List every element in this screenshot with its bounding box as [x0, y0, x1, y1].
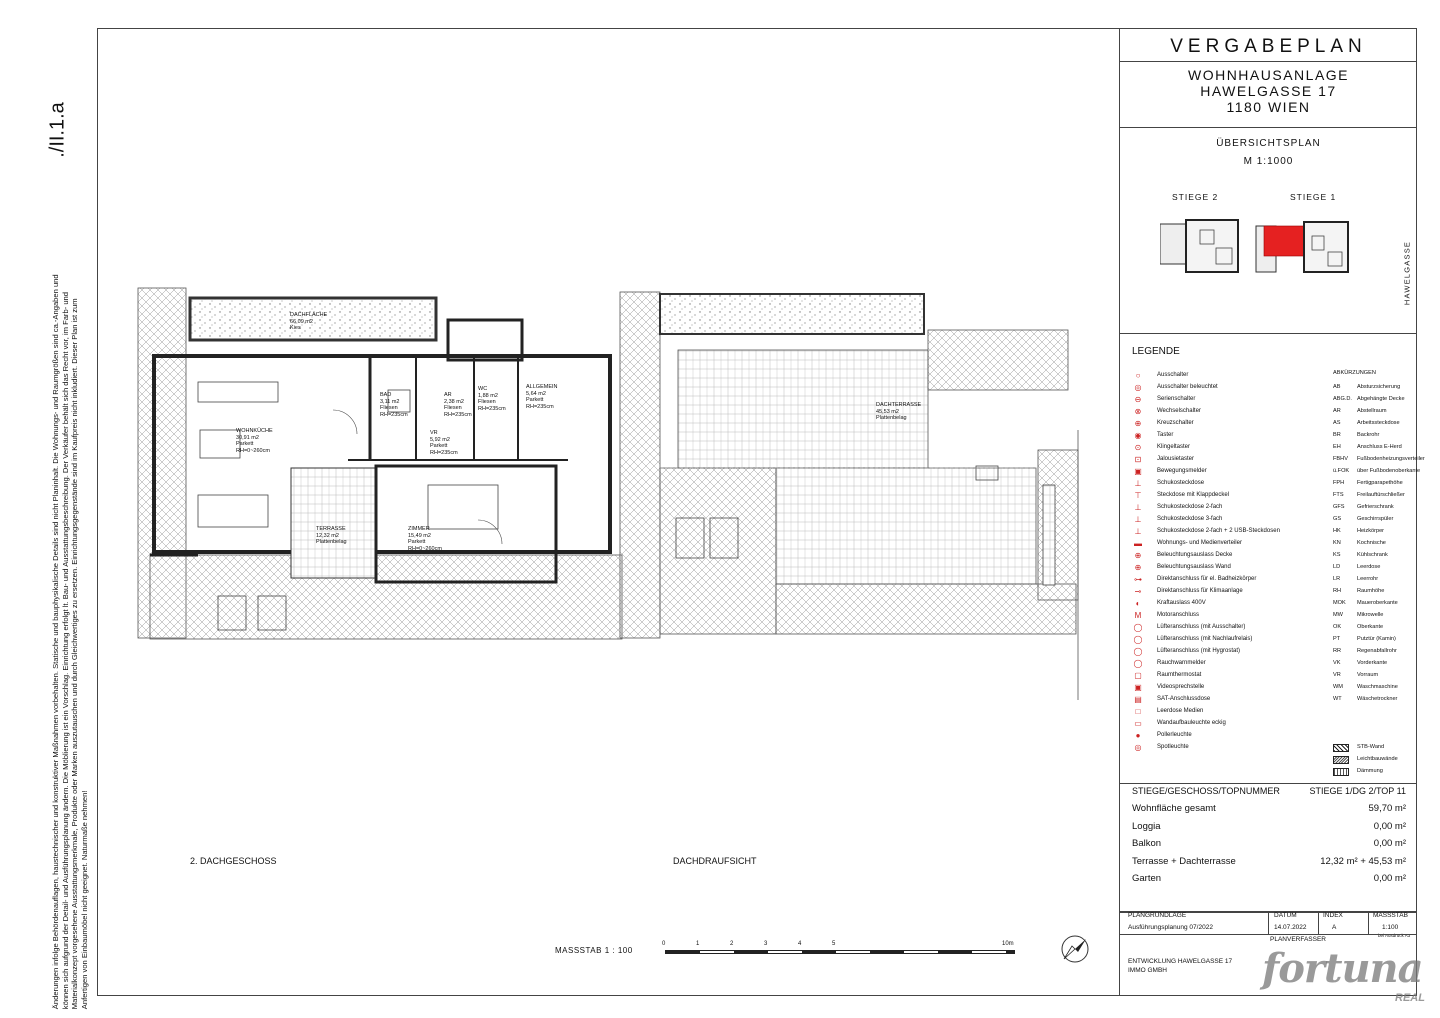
- fan-icon: ◯: [1133, 623, 1143, 632]
- fan-relay-icon: ◯: [1133, 635, 1143, 644]
- media-box-icon: □: [1135, 707, 1141, 716]
- date-label: DATUM: [1274, 912, 1297, 919]
- legend-title: LEGENDE: [1132, 346, 1180, 357]
- brand-watermark: fortuna: [1262, 945, 1424, 992]
- developer-line2: IMMO GMBH: [1128, 967, 1167, 974]
- title-section: VERGABEPLAN: [1120, 28, 1417, 62]
- series-switch-icon: ⊖: [1134, 395, 1142, 404]
- scale-note-footer: bei Ausdruck A3: [1378, 933, 1411, 938]
- bollard-light-icon: ●: [1135, 731, 1141, 740]
- unit-stats: [1120, 784, 1417, 912]
- site-overview-map: [1160, 219, 1349, 273]
- thermostat-icon: ▢: [1134, 671, 1142, 680]
- project-address: WOHNHAUSANLAGE HAWELGASSE 17 1180 WIEN: [1120, 62, 1417, 128]
- plan-title-right: DACHDRAUFSICHT: [673, 856, 757, 866]
- smoke-detector-icon: ◯: [1133, 659, 1143, 668]
- floor-plans: [137, 287, 1079, 700]
- plan-2-dachgeschoss: [137, 287, 623, 640]
- socket-double-icon: ⊥: [1134, 503, 1142, 512]
- switch-icon: ○: [1135, 371, 1141, 380]
- button-icon: ◉: [1134, 431, 1142, 440]
- motion-sensor-icon: ▣: [1134, 467, 1142, 476]
- heater-connection-icon: ⊶: [1134, 575, 1142, 584]
- plan-dachdraufsicht: [619, 291, 1079, 700]
- street-label: HAWELGASSE: [1402, 240, 1412, 306]
- socket-lid-icon: ⊤: [1134, 491, 1142, 500]
- intercom-icon: ▣: [1134, 683, 1142, 692]
- bell-button-icon: ⊙: [1134, 443, 1142, 452]
- planverfasser-label: PLANVERFASSER: [1270, 936, 1326, 943]
- two-way-switch-icon: ⊗: [1134, 407, 1142, 416]
- blind-button-icon: ⊡: [1134, 455, 1142, 464]
- abbreviations-header: ABKÜRZUNGEN: [1333, 370, 1376, 376]
- document-code: ./II.1.a: [46, 102, 69, 158]
- motor-icon: M: [1134, 611, 1142, 620]
- fan-hygro-icon: ◯: [1133, 647, 1143, 656]
- insulation-swatch-icon: [1333, 768, 1349, 776]
- sat-icon: ▤: [1134, 695, 1142, 704]
- developer-line1: ENTWICKLUNG HAWELGASSE 17: [1128, 958, 1233, 965]
- unit-highlight: [1263, 225, 1305, 257]
- power-outlet-icon: ◐: [1135, 599, 1141, 608]
- distribution-icon: ▬: [1134, 539, 1142, 548]
- index-value: A: [1332, 924, 1337, 931]
- plan-type-title: VERGABEPLAN: [1170, 36, 1367, 57]
- scale-bar: 0 1 2 3 4 5 10m: [662, 941, 1018, 961]
- drawing-frame: [97, 28, 1417, 996]
- socket-icon: ⊥: [1134, 479, 1142, 488]
- switch-lit-icon: ◎: [1134, 383, 1142, 392]
- socket-triple-icon: ⊥: [1134, 515, 1142, 524]
- plan-title-left: 2. DACHGESCHOSS: [190, 856, 277, 866]
- scale-label: MASSSTAB 1 : 100: [555, 946, 633, 955]
- plangrundlage-label: PLANGRUNDLAGE: [1128, 912, 1187, 919]
- socket-usb-icon: ⊥: [1134, 527, 1142, 536]
- legend-section: LEGENDE ○Ausschalter◎Ausschalter beleuch…: [1120, 334, 1425, 784]
- spot-light-icon: ◎: [1134, 743, 1142, 752]
- wall-light-icon: ⊕: [1134, 563, 1142, 572]
- overview-section: ÜBERSICHTSPLAN M 1:1000 STIEGE 2 STIEGE …: [1120, 128, 1417, 334]
- ac-connection-icon: ⊸: [1134, 587, 1142, 596]
- ceiling-light-icon: ⊕: [1134, 551, 1142, 560]
- scale-label-footer: MASSSTAB: [1373, 912, 1408, 919]
- lightweight-wall-swatch-icon: [1333, 756, 1349, 764]
- north-arrow-icon: [1061, 935, 1089, 963]
- brand-watermark-sub: REAL: [1395, 992, 1425, 1004]
- wall-lamp-icon: ▭: [1134, 719, 1142, 728]
- scale-value-footer: 1:100: [1382, 924, 1399, 931]
- cross-switch-icon: ⊕: [1134, 419, 1142, 428]
- date-value: 14.07.2022: [1274, 924, 1307, 931]
- stb-wall-swatch-icon: [1333, 744, 1349, 752]
- plangrundlage-value: Ausführungsplanung 07/2022: [1128, 924, 1213, 931]
- title-block: VERGABEPLAN WOHNHAUSANLAGE HAWELGASSE 17…: [1119, 28, 1425, 996]
- index-label: INDEX: [1323, 912, 1343, 919]
